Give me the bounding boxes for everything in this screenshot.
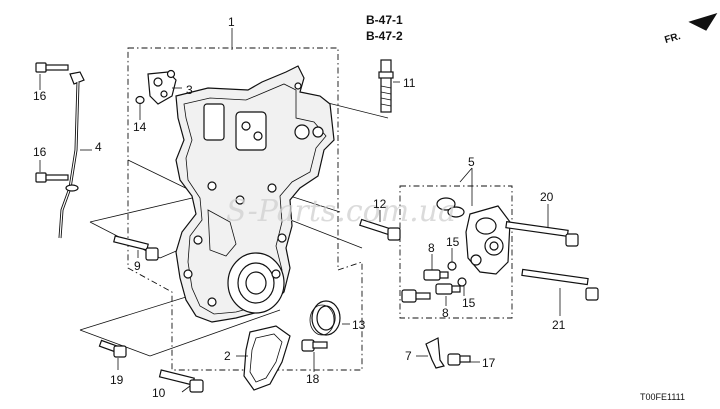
front-direction-arrow: FR. <box>663 12 718 46</box>
bolt-21[interactable] <box>521 268 599 301</box>
reference-label-2[interactable]: B-47-2 <box>366 29 403 43</box>
figure-code: T00FE1111 <box>640 392 685 402</box>
callout-17[interactable]: 17 <box>482 356 496 370</box>
callout-5[interactable]: 5 <box>468 155 475 169</box>
bolt-18[interactable] <box>301 339 328 352</box>
callout-20[interactable]: 20 <box>540 190 554 204</box>
bolt-12[interactable] <box>359 218 401 241</box>
leader-lines <box>39 28 561 393</box>
callout-7[interactable]: 7 <box>405 349 412 363</box>
spool-valve[interactable] <box>436 197 511 275</box>
solenoid-frame <box>399 185 513 319</box>
bolt-16-upper[interactable] <box>35 62 69 73</box>
chain-case-frame <box>127 47 363 371</box>
callout-12[interactable]: 12 <box>373 197 387 211</box>
callout-9[interactable]: 9 <box>134 259 141 273</box>
oil-seal-13[interactable] <box>309 300 341 336</box>
callout-11[interactable]: 11 <box>403 76 416 90</box>
callout-1[interactable]: 1 <box>228 15 235 29</box>
callout-15-upper[interactable]: 15 <box>446 235 460 249</box>
washer-15-upper[interactable] <box>447 261 457 271</box>
reference-label-1[interactable]: B-47-1 <box>366 13 403 27</box>
callout-4[interactable]: 4 <box>95 140 102 154</box>
sensor-8-lower[interactable] <box>435 283 461 295</box>
callout-13[interactable]: 13 <box>352 318 366 332</box>
cover-2[interactable] <box>243 325 291 391</box>
callout-2[interactable]: 2 <box>224 349 231 363</box>
stud-11[interactable] <box>378 59 394 113</box>
direction-label: FR. <box>663 31 682 46</box>
callout-16-upper[interactable]: 16 <box>33 89 47 103</box>
callout-21[interactable]: 21 <box>552 318 566 332</box>
callout-19[interactable]: 19 <box>110 373 124 387</box>
watermark: S-Parts.com.ua <box>226 194 456 229</box>
callout-14[interactable]: 14 <box>133 120 147 134</box>
gasket-3[interactable] <box>147 69 177 105</box>
callout-18[interactable]: 18 <box>306 372 320 386</box>
bracket-7[interactable] <box>425 337 445 369</box>
callout-3[interactable]: 3 <box>186 83 193 97</box>
bolt-17[interactable] <box>447 353 471 366</box>
callout-16-lower[interactable]: 16 <box>33 145 47 159</box>
bolt-10[interactable] <box>158 369 204 393</box>
bolt-16-lower[interactable] <box>35 172 69 183</box>
frame-bolt[interactable] <box>401 289 431 303</box>
dipstick[interactable] <box>58 71 85 239</box>
bolt-20[interactable] <box>505 221 579 247</box>
callout-15-lower[interactable]: 15 <box>462 296 476 310</box>
washer-15-lower[interactable] <box>457 277 467 287</box>
chain-case[interactable] <box>175 65 335 323</box>
sensor-8-upper[interactable] <box>423 269 449 281</box>
bolt-9[interactable] <box>113 235 159 261</box>
callout-8-lower[interactable]: 8 <box>442 306 449 320</box>
o-ring-14[interactable] <box>135 95 145 105</box>
bolt-19[interactable] <box>98 339 127 358</box>
callout-8-upper[interactable]: 8 <box>428 241 435 255</box>
callout-10[interactable]: 10 <box>152 386 166 400</box>
